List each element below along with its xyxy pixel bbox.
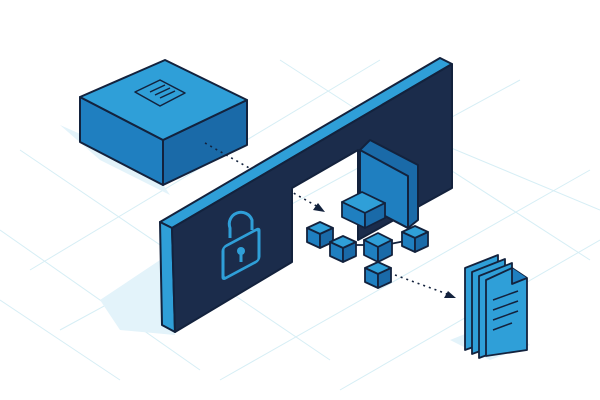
cube-small-5: [364, 261, 392, 289]
padlock-icon: [221, 210, 261, 280]
cube-small-3: [363, 232, 393, 263]
storage-box: [79, 59, 248, 186]
cube-large: [341, 191, 386, 229]
cube-small-2: [329, 235, 357, 263]
cube-small-4: [401, 225, 429, 253]
arrow-head: [444, 291, 456, 298]
document-icon: [134, 79, 186, 107]
arrow-cubes-to-documents: [394, 274, 451, 296]
document-stack-icon: [464, 254, 528, 359]
arrow-head: [313, 203, 325, 212]
data-cubes-icon: [306, 191, 429, 289]
security-wall: [159, 57, 453, 333]
